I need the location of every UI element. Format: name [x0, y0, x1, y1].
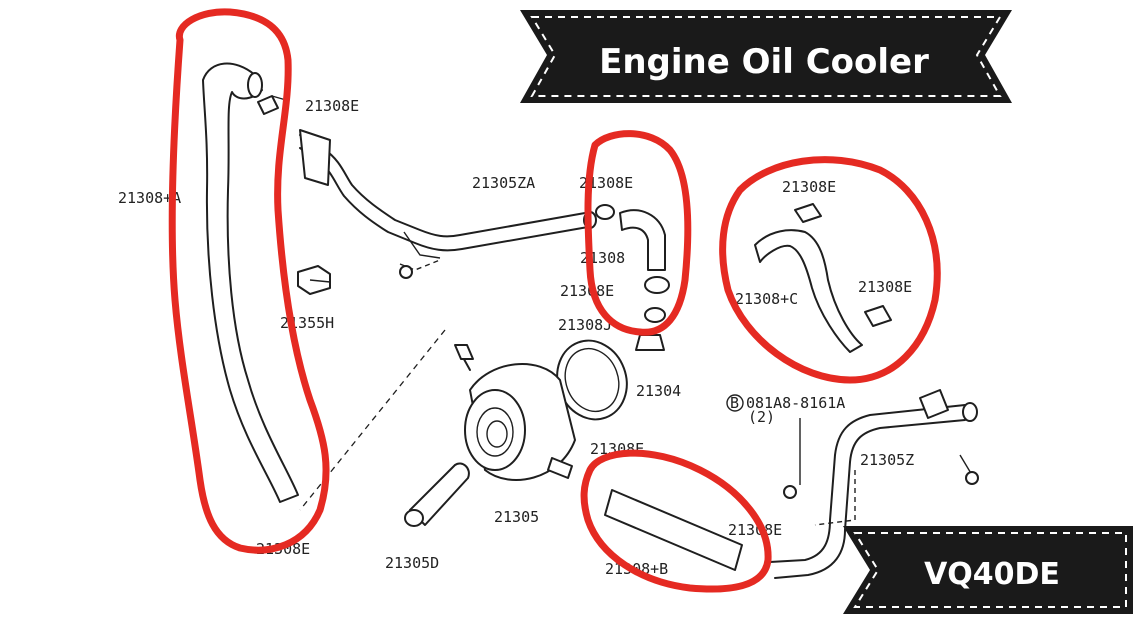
- engine-banner-background: [843, 526, 1133, 614]
- connector-drawing: [404, 462, 470, 527]
- engine-banner-text: VQ40DE: [924, 557, 1060, 592]
- label-hose-c: 21308+C: [735, 290, 798, 308]
- highlight-hose-a: [168, 8, 330, 554]
- pipe-lower-drawing: [769, 389, 979, 579]
- highlight-marks: [168, 8, 941, 593]
- title-banner: Engine Oil Cooler: [520, 10, 1012, 103]
- label-hose-a: 21308+A: [118, 189, 181, 207]
- hose-a-drawing: [202, 62, 299, 503]
- hose-b-drawing: [604, 489, 743, 571]
- bolt-reference-letter: B: [730, 394, 739, 412]
- highlight-hose-mid: [584, 130, 692, 336]
- label-pipe-upper: 21305ZA: [472, 174, 535, 192]
- highlight-hose-c: [719, 156, 941, 384]
- bolt-reference: B 081A8-8161A (2): [726, 394, 845, 426]
- hose-c-drawing: [754, 203, 892, 353]
- label-connector-bolt: 21305D: [385, 554, 439, 572]
- label-bolt-ref: 081A8-8161A: [746, 394, 845, 412]
- engine-banner-stitch: [853, 532, 1127, 608]
- label-pipe-lower: 21305Z: [860, 451, 914, 469]
- label-gasket: 21304: [636, 382, 681, 400]
- label-clamp-right-bottom: 21308E: [858, 278, 912, 296]
- title-banner-background: [520, 10, 1012, 103]
- engine-banner: VQ40DE: [843, 526, 1133, 614]
- label-cooler: 21305: [494, 508, 539, 526]
- label-connector-lower: 21308E: [728, 521, 782, 539]
- title-banner-text: Engine Oil Cooler: [599, 42, 929, 82]
- label-clamp-top: 21308E: [305, 97, 359, 115]
- highlight-hose-b: [580, 449, 772, 593]
- bracket-clip-drawing: [297, 265, 331, 295]
- hose-mid-drawing: [595, 204, 670, 351]
- bolt-reference-circle: [726, 394, 744, 412]
- gasket-drawing: [556, 339, 628, 421]
- label-clamp-mid-bottom: 21308E: [560, 282, 614, 300]
- title-banner-stitch: [530, 16, 1002, 97]
- hose-a-end: [247, 72, 263, 98]
- oil-cooler-drawing: [454, 344, 576, 481]
- label-bolt-qty: (2): [748, 408, 775, 426]
- clamp-top-drawing: [257, 95, 287, 115]
- pipe-upper-drawing: [299, 129, 597, 279]
- label-clamp-right-top: 21308E: [782, 178, 836, 196]
- label-connector: 21308J: [558, 316, 612, 334]
